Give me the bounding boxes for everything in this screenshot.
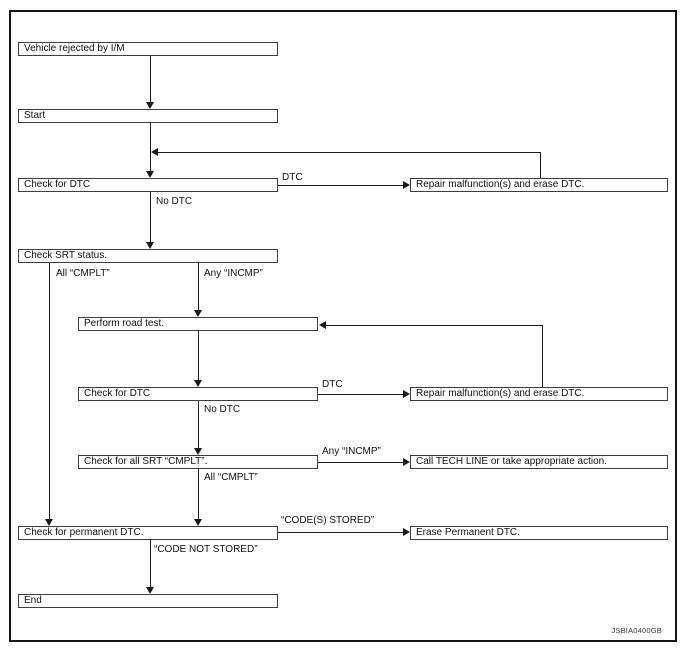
diagram-border (9, 10, 677, 642)
node-check-dtc-2: Check for DTC (78, 387, 318, 401)
node-vehicle-rejected: Vehicle rejected by I/M (18, 42, 278, 56)
edge-label-dtc-1: DTC (282, 172, 303, 183)
edge-label-code-not-stored: “CODE NOT STORED” (154, 544, 258, 555)
arrowhead-into-srtstatus (146, 242, 154, 249)
line-allcmplt-branch (49, 263, 50, 520)
edge-label-any-incmp-1: Any “INCMP” (204, 268, 263, 279)
line-repair1-feedback-riser (540, 152, 541, 178)
edge-label-any-incmp-2: Any “INCMP” (322, 446, 381, 457)
edge-label-codes-stored: “CODE(S) STORED” (281, 515, 375, 526)
node-end: End (18, 594, 278, 608)
arrowhead-into-checkdtc2 (194, 380, 202, 387)
line-dtc1-to-repair1 (278, 185, 404, 186)
line-anyincmp-to-roadtest (198, 263, 199, 311)
node-check-all-srt-cmplt: Check for all SRT “CMPLT”. (78, 455, 318, 469)
node-check-permanent-dtc: Check for permanent DTC. (18, 526, 278, 540)
node-start: Start (18, 109, 278, 123)
arrowhead-feedback1-merge (151, 148, 158, 156)
line-repair1-feedback (158, 152, 541, 153)
arrowhead-feedback2-roadtest (319, 321, 326, 329)
line-checkdtc1-to-srt (150, 192, 151, 243)
node-check-srt-status: Check SRT status. (18, 249, 278, 263)
line-checkdtc2-to-allsrt (198, 401, 199, 449)
arrowhead-into-checkdtc1 (146, 171, 154, 178)
line-repair2-feedback-riser (542, 325, 543, 387)
line-roadtest-to-checkdtc2 (198, 331, 199, 381)
node-repair-erase-dtc-1: Repair malfunction(s) and erase DTC. (410, 178, 668, 192)
line-repair2-feedback (326, 325, 543, 326)
line-vehicle-to-start (150, 56, 151, 103)
arrowhead-into-allsrt (194, 448, 202, 455)
figure-code: JSBIA0400GB (611, 626, 662, 635)
arrowhead-into-start (146, 102, 154, 109)
line-codesstored-to-erase (278, 532, 404, 533)
line-start-to-checkdtc1 (150, 123, 151, 172)
arrowhead-into-erase (403, 528, 410, 536)
arrowhead-into-permanent-mid (194, 519, 202, 526)
node-erase-permanent-dtc: Erase Permanent DTC. (410, 526, 668, 540)
edge-label-all-cmplt-2: All “CMPLT” (204, 472, 258, 483)
edge-label-no-dtc-1: No DTC (156, 196, 193, 207)
arrowhead-into-repair1 (403, 181, 410, 189)
line-dtc2-to-repair2 (318, 394, 404, 395)
arrowhead-into-roadtest (194, 310, 202, 317)
node-call-tech-line: Call TECH LINE or take appropriate actio… (410, 455, 668, 469)
arrowhead-into-techline (403, 458, 410, 466)
edge-label-no-dtc-2: No DTC (204, 404, 241, 415)
arrowhead-into-end (146, 587, 154, 594)
arrowhead-into-permanent-left (45, 519, 53, 526)
line-permanent-to-end (150, 540, 151, 588)
edge-label-dtc-2: DTC (322, 379, 343, 390)
node-repair-erase-dtc-2: Repair malfunction(s) and erase DTC. (410, 387, 668, 401)
node-perform-road-test: Perform road test. (78, 317, 318, 331)
line-anyincmp-to-techline (318, 462, 404, 463)
edge-label-all-cmplt-1: All “CMPLT” (56, 268, 110, 279)
arrowhead-into-repair2 (403, 390, 410, 398)
line-allsrt-to-permanent (198, 469, 199, 520)
node-check-dtc-1: Check for DTC (18, 178, 278, 192)
